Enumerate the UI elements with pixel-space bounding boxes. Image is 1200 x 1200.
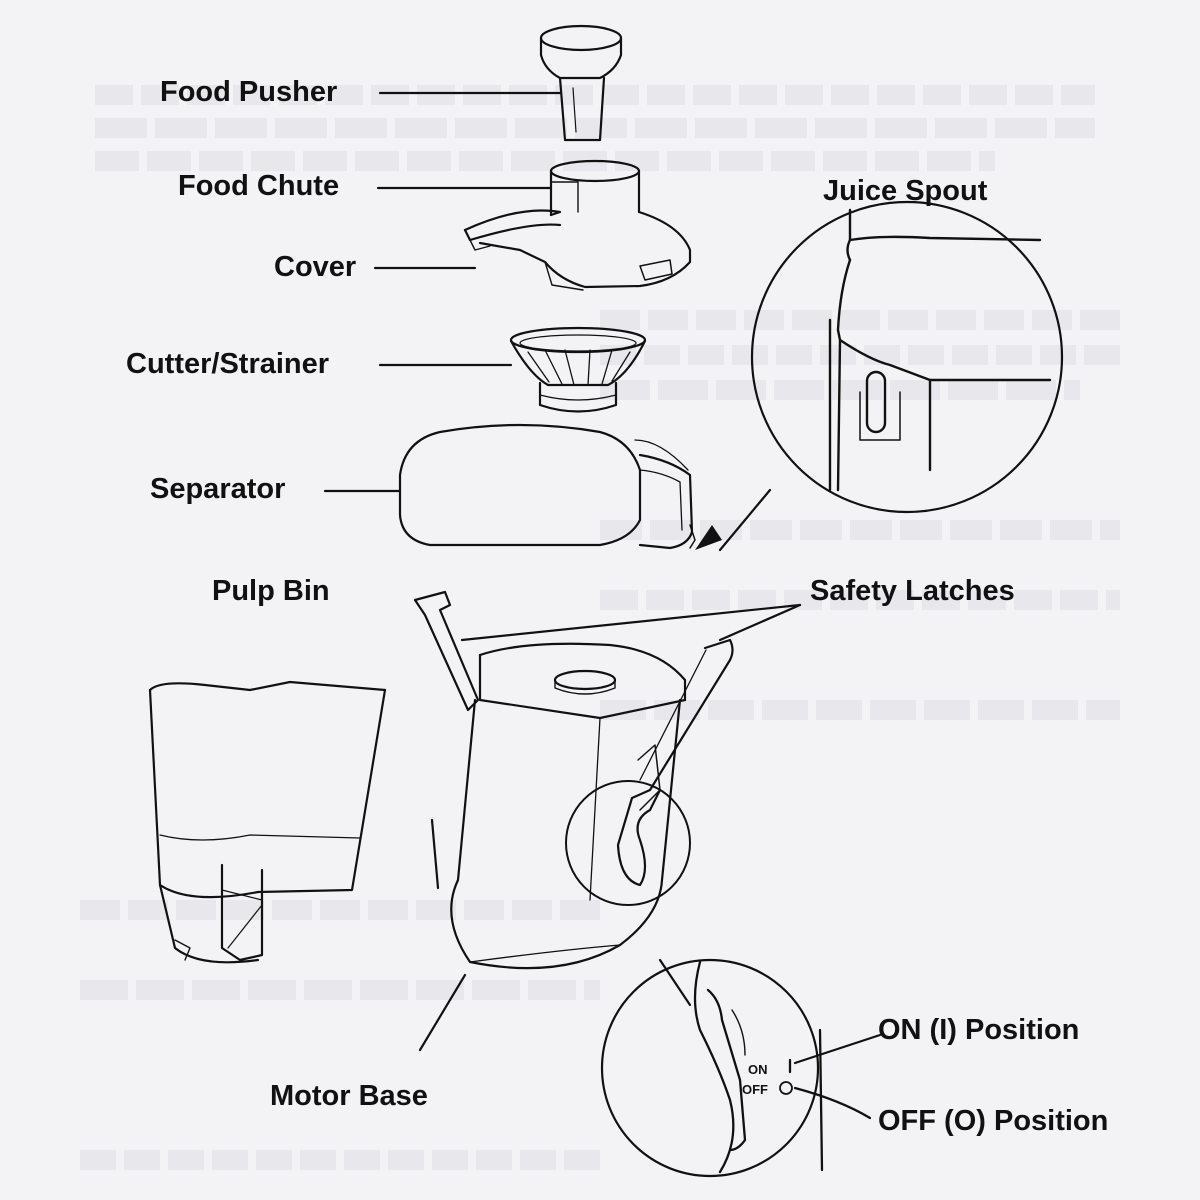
label-motor-base: Motor Base — [270, 1080, 428, 1112]
leader-switch-connector — [658, 958, 692, 1007]
safety-latches-drawing — [413, 590, 734, 887]
juice-spout-arrowhead — [695, 525, 722, 550]
leader-safety-latch-right — [718, 603, 802, 642]
leader-juice-spout — [718, 488, 772, 552]
leader-off-position — [793, 1086, 872, 1120]
label-cutter-strainer: Cutter/Strainer — [126, 348, 330, 380]
switch-detail — [693, 960, 824, 1174]
label-pulp-bin: Pulp Bin — [212, 575, 330, 607]
label-food-pusher: Food Pusher — [160, 76, 338, 108]
cover-drawing — [463, 159, 692, 291]
switch-on-text: ON — [748, 1062, 768, 1077]
pulp-bin-drawing — [148, 680, 387, 964]
leader-pulp-bin-arm — [430, 818, 440, 890]
leader-lines — [323, 91, 882, 1120]
leader-safety-latch-left — [460, 603, 802, 642]
label-separator: Separator — [150, 473, 286, 505]
label-cover: Cover — [274, 251, 357, 283]
juice-spout-magnifier — [750, 200, 1064, 514]
label-on-position: ON (I) Position — [878, 1014, 1080, 1046]
cutter-strainer-drawing — [509, 326, 647, 413]
separator-drawing — [398, 423, 696, 550]
leader-motor-base — [418, 973, 467, 1052]
label-safety-latches: Safety Latches — [810, 575, 1015, 607]
leader-on-position — [793, 1033, 882, 1065]
motor-base-drawing — [450, 642, 687, 970]
latch-loupe — [565, 780, 691, 906]
label-food-chute: Food Chute — [178, 170, 340, 202]
switch-off-text: OFF — [742, 1082, 768, 1097]
label-off-position: OFF (O) Position — [878, 1105, 1109, 1137]
switch-magnifier — [600, 958, 820, 1178]
juice-spout-detail — [828, 208, 1052, 492]
label-juice-spout: Juice Spout — [823, 175, 988, 207]
food-pusher-drawing — [539, 24, 623, 142]
